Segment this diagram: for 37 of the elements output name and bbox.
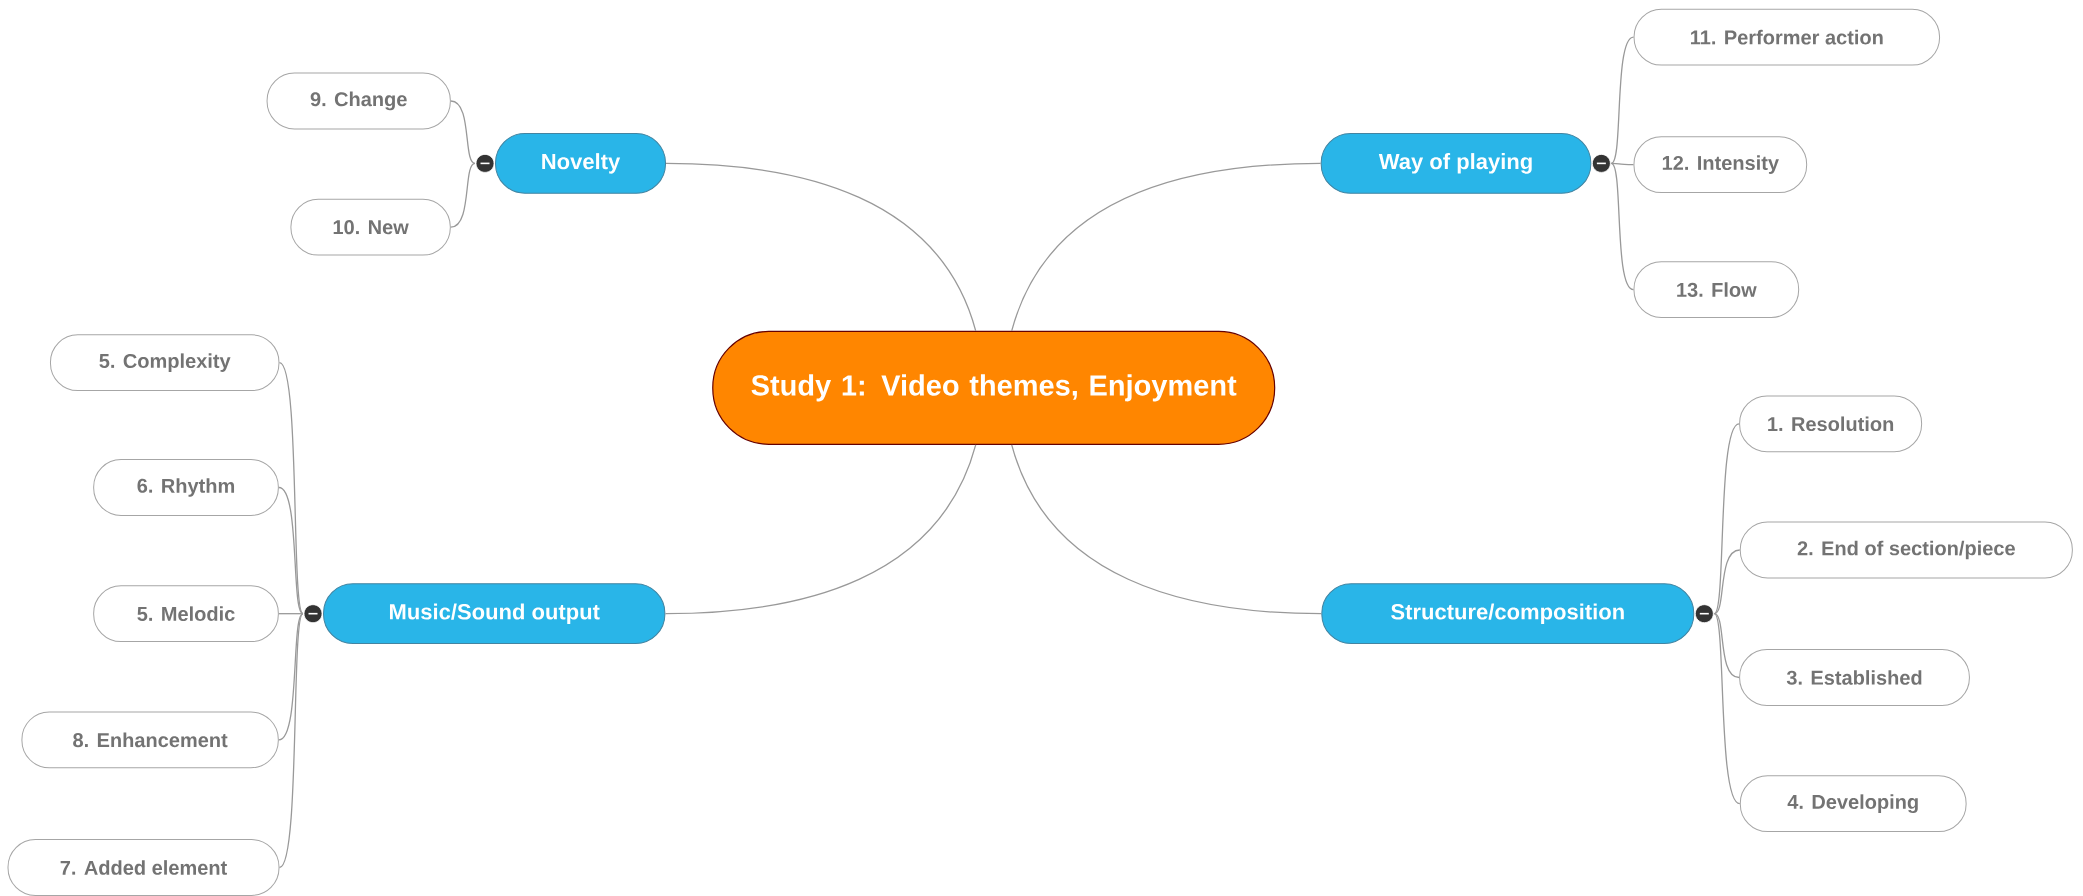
subtopic-box: 13. Flow <box>1633 261 1800 318</box>
subtopic-box: 1. Resolution <box>1739 395 1923 453</box>
connector <box>1610 162 1635 291</box>
subtopic-box: 11. Performer action <box>1633 8 1941 66</box>
subtopic-box: 3. Established <box>1739 649 1970 706</box>
connector <box>1713 613 1741 805</box>
subtopic-box: 9. Change <box>266 72 451 130</box>
connector <box>278 613 304 741</box>
central-topic: Study 1: Video themes, Enjoyment <box>712 330 1276 445</box>
subtopic-box: 6. Rhythm <box>93 459 279 516</box>
subtopic-box: 12. Intensity <box>1633 136 1808 194</box>
subtopic-box: 5. Melodic <box>93 585 279 643</box>
connector <box>665 162 977 332</box>
subtopic-box: 8. Enhancement <box>21 711 279 769</box>
topic-box: Way of playing <box>1320 133 1611 194</box>
connector <box>278 613 304 869</box>
connector <box>278 613 304 615</box>
subtopic-box: 2. End of section/piece <box>1739 521 2073 579</box>
subtopic-box: 4. Developing <box>1739 775 1967 833</box>
connector <box>1713 613 1740 679</box>
topic-box: Music/Sound output <box>303 583 666 645</box>
connector <box>450 162 476 228</box>
connector <box>1713 423 1740 615</box>
topic-box: Novelty <box>475 133 666 194</box>
connector <box>450 100 476 165</box>
connector <box>1011 444 1322 615</box>
connector <box>1713 549 1741 615</box>
topic-box: Structure/composition <box>1321 583 1714 645</box>
connector <box>278 362 304 615</box>
subtopic-box: 7. Added element <box>7 839 280 896</box>
connector <box>1610 36 1635 165</box>
connector <box>664 444 977 615</box>
subtopic-box: 10. New <box>290 198 451 256</box>
connector <box>278 486 304 615</box>
connector <box>1011 162 1322 332</box>
connector <box>1610 162 1635 166</box>
subtopic-box: 5. Complexity <box>49 334 280 392</box>
